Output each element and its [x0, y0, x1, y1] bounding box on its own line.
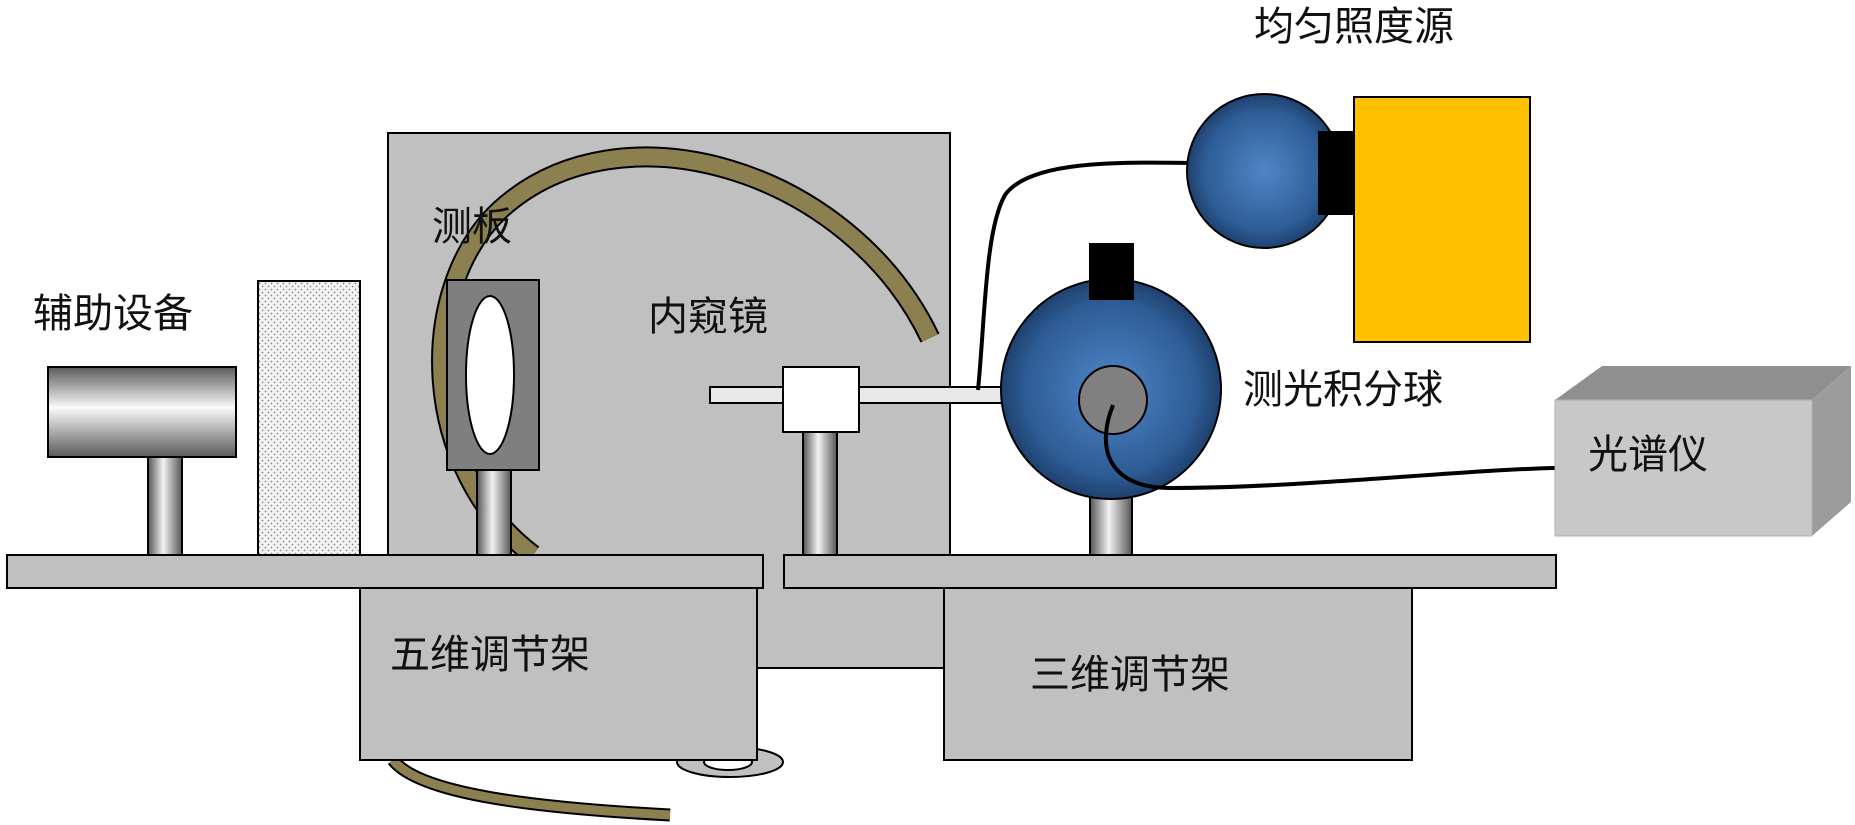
endoscope-holder-clamp [782, 366, 860, 433]
spectrometer-fiber [1103, 404, 1556, 491]
endoscope-label: 内窥镜 [648, 294, 768, 340]
auxiliary-post [147, 455, 183, 556]
spectrometer-label: 光谱仪 [1588, 432, 1708, 478]
spectrometer-top [1555, 366, 1851, 400]
auxiliary-cylinder [47, 366, 237, 458]
sphere-detector-port [1078, 365, 1148, 435]
right-rail [783, 554, 1557, 589]
auxiliary-equipment-label: 辅助设备 [33, 291, 193, 337]
test-board-target [465, 295, 515, 455]
light-guide-cable [976, 160, 1196, 391]
uniform-illuminance-source-label: 均匀照度源 [1254, 4, 1454, 50]
uniform-illuminance-source-box [1353, 96, 1531, 343]
source-connector [1318, 131, 1354, 215]
three-axis-stage-label: 三维调节架 [1030, 652, 1230, 698]
integrating-sphere-label: 测光积分球 [1243, 367, 1443, 413]
three-axis-stage [943, 587, 1413, 761]
five-axis-stage-label: 五维调节架 [390, 632, 590, 678]
endoscope-holder-post [802, 431, 838, 556]
five-axis-stage [359, 587, 758, 761]
sphere-post [1089, 494, 1133, 556]
left-rail [6, 554, 764, 589]
spectrometer-front [1554, 399, 1813, 537]
diffuser-screen [257, 280, 361, 556]
sphere-top-port [1089, 243, 1134, 300]
source-sphere [1186, 93, 1342, 249]
test-board-post [476, 469, 512, 556]
spectrometer-side [1812, 366, 1851, 536]
test-board-label: 测板 [432, 204, 512, 250]
